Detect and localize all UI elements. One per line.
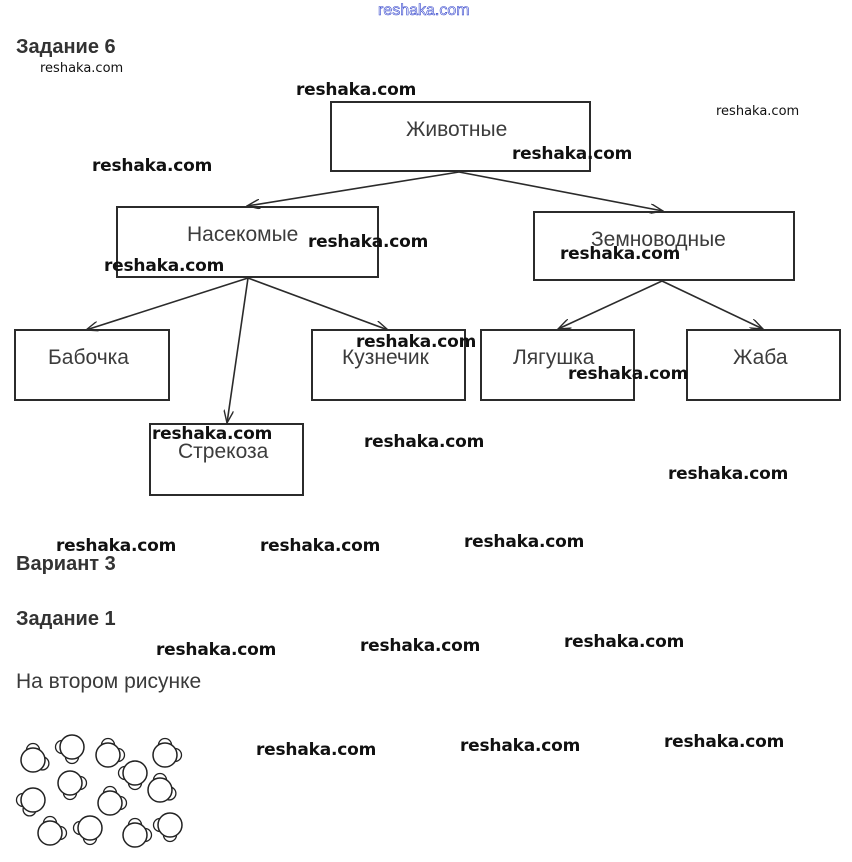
- oxygen-atom: [20, 787, 46, 813]
- water-molecule: [117, 760, 148, 791]
- node-dragonfly: Стрекоза: [149, 423, 304, 496]
- watermark: reshaka.com: [356, 332, 477, 352]
- edge-animals-insects: [247, 171, 460, 206]
- node-grasshopper-label: Кузнечик: [342, 346, 429, 369]
- node-toad-label: Жаба: [733, 346, 788, 369]
- edge-insects-dragonfly: [227, 277, 249, 423]
- node-animals: Животные: [330, 101, 591, 172]
- water-molecule: [147, 772, 177, 803]
- header-watermark[interactable]: reshaka.com: [378, 2, 470, 20]
- watermark: reshaka.com: [156, 640, 277, 660]
- node-amphibians: Земноводные: [533, 211, 795, 281]
- oxygen-atom: [20, 747, 46, 773]
- watermark: reshaka.com: [716, 104, 800, 119]
- water-molecule: [54, 734, 85, 765]
- node-grasshopper: Кузнечик: [311, 329, 466, 401]
- watermark: reshaka.com: [560, 244, 681, 264]
- water-molecule: [97, 785, 128, 816]
- node-dragonfly-label: Стрекоза: [178, 440, 269, 463]
- task1-text: На втором рисунке: [16, 670, 202, 693]
- oxygen-atom: [147, 777, 173, 803]
- node-insects: Насекомые: [116, 206, 379, 278]
- oxygen-atom: [122, 760, 148, 786]
- oxygen-atom: [57, 770, 83, 796]
- water-molecule: [122, 817, 153, 848]
- node-butterfly: Бабочка: [14, 329, 170, 401]
- task1-title: Задание 1: [16, 608, 116, 630]
- water-molecule: [37, 815, 68, 846]
- watermark: reshaka.com: [360, 636, 481, 656]
- task6-title: Задание 6: [16, 36, 116, 58]
- node-butterfly-label: Бабочка: [48, 346, 129, 369]
- edge-amphibians-frog: [558, 280, 663, 329]
- watermark: reshaka.com: [568, 364, 689, 384]
- diagram-edges: [0, 171, 852, 520]
- watermark: reshaka.com: [308, 232, 429, 252]
- water-molecule: [95, 737, 126, 768]
- watermark: reshaka.com: [668, 464, 789, 484]
- oxygen-atom: [95, 742, 121, 768]
- water-molecule: [57, 770, 88, 801]
- oxygen-atom: [122, 822, 148, 848]
- node-animals-label: Животные: [406, 118, 508, 141]
- watermark: reshaka.com: [564, 632, 685, 652]
- oxygen-atom: [59, 734, 85, 760]
- water-molecule: [72, 815, 103, 846]
- watermark: reshaka.com: [104, 256, 225, 276]
- watermark: reshaka.com: [152, 424, 273, 444]
- node-insects-label: Насекомые: [187, 223, 299, 246]
- watermark: reshaka.com: [464, 532, 585, 552]
- oxygen-atom: [97, 790, 123, 816]
- watermark: reshaka.com: [664, 732, 785, 752]
- water-molecule: [20, 742, 50, 773]
- water-molecule: [15, 787, 46, 817]
- watermark: reshaka.com: [512, 144, 633, 164]
- watermark: reshaka.com: [40, 61, 124, 76]
- watermark: reshaka.com: [364, 432, 485, 452]
- watermark: reshaka.com: [92, 156, 213, 176]
- node-frog-label: Лягушка: [513, 346, 595, 369]
- molecules-figure: [15, 734, 183, 848]
- edge-insects-grasshopper: [247, 277, 388, 330]
- water-molecule: [152, 812, 183, 843]
- edge-insects-butterfly: [86, 277, 249, 330]
- watermark: reshaka.com: [260, 536, 381, 556]
- watermark: reshaka.com: [296, 80, 417, 100]
- edge-amphibians-toad: [661, 280, 763, 329]
- variant-title: Вариант 3: [16, 553, 116, 575]
- oxygen-atom: [77, 815, 103, 841]
- node-frog: Лягушка: [480, 329, 635, 401]
- oxygen-atom: [37, 820, 63, 846]
- node-amphibians-label: Земноводные: [591, 228, 726, 251]
- node-toad: Жаба: [686, 329, 841, 401]
- watermark: reshaka.com: [460, 736, 581, 756]
- watermark: reshaka.com: [256, 740, 377, 760]
- watermark: reshaka.com: [56, 536, 177, 556]
- oxygen-atom: [152, 742, 178, 768]
- edge-animals-amphibians: [458, 171, 663, 211]
- water-molecule: [152, 737, 183, 768]
- oxygen-atom: [157, 812, 183, 838]
